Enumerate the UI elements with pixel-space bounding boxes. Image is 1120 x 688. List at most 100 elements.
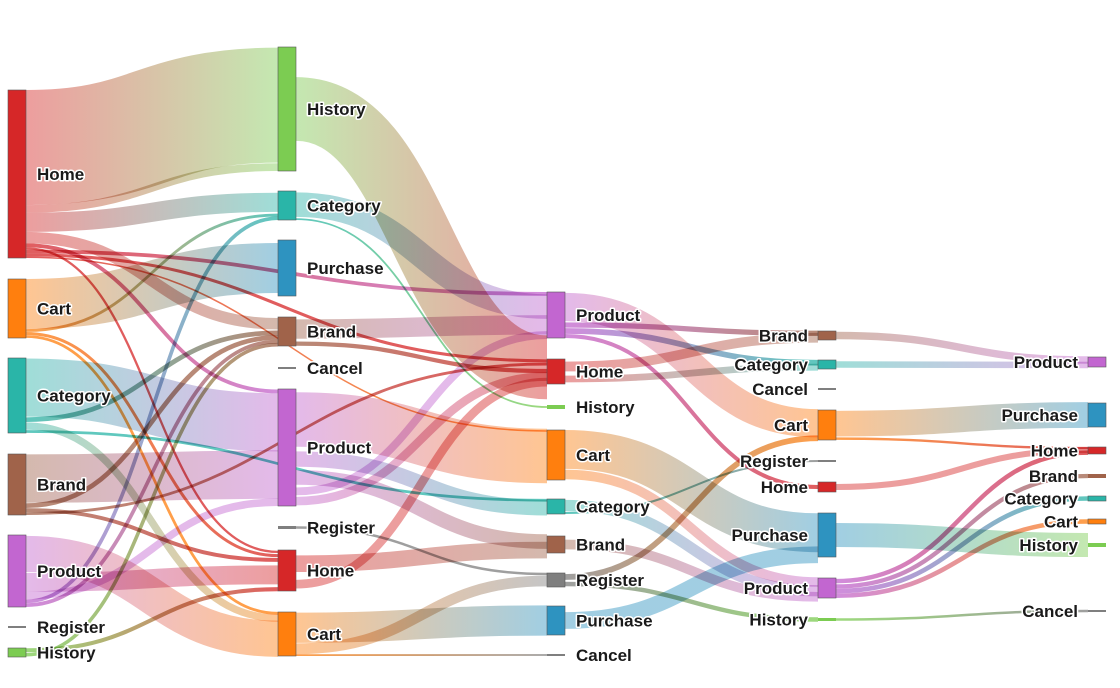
- sankey-node-home[interactable]: [277, 549, 297, 592]
- sankey-node-purchase[interactable]: [277, 239, 297, 297]
- sankey-link: [564, 546, 819, 629]
- sankey-node-home[interactable]: [546, 358, 566, 385]
- sankey-node-product[interactable]: [1087, 356, 1107, 368]
- sankey-link: [564, 363, 819, 383]
- sankey-node-register[interactable]: [278, 526, 296, 529]
- sankey-node-label: Category: [307, 197, 381, 216]
- sankey-node-label: Purchase: [1001, 406, 1078, 425]
- sankey-node-label: Product: [37, 562, 102, 581]
- sankey-node-register[interactable]: [546, 572, 566, 588]
- sankey-node-purchase[interactable]: [546, 605, 566, 636]
- sankey-node-home[interactable]: [1087, 446, 1107, 455]
- sankey-link: [564, 332, 819, 372]
- sankey-node-brand[interactable]: [817, 330, 837, 341]
- sankey-node-label: Product: [576, 306, 641, 325]
- sankey-link: [295, 541, 548, 572]
- sankey-link: [295, 605, 548, 643]
- sankey-node-category[interactable]: [277, 190, 297, 221]
- sankey-node-label: Home: [307, 562, 354, 581]
- sankey-node-label: Cancel: [307, 359, 363, 378]
- sankey-link: [295, 377, 548, 589]
- sankey-node-register[interactable]: [8, 626, 26, 628]
- sankey-link: [25, 47, 279, 206]
- sankey-link: [25, 339, 279, 607]
- sankey-link: [25, 332, 279, 558]
- sankey-link: [835, 519, 1089, 599]
- sankey-node-label: History: [749, 611, 808, 630]
- sankey-link: [295, 331, 548, 496]
- sankey-node-product[interactable]: [546, 291, 566, 339]
- sankey-link: [25, 422, 279, 622]
- sankey-node-brand[interactable]: [546, 535, 566, 554]
- sankey-link: [25, 243, 279, 329]
- sankey-node-brand[interactable]: [277, 316, 297, 347]
- sankey-link: [25, 213, 279, 332]
- sankey-link: [564, 429, 819, 553]
- sankey-node-label: Cancel: [752, 380, 808, 399]
- sankey-node-brand[interactable]: [7, 453, 27, 516]
- sankey-node-purchase[interactable]: [1087, 402, 1107, 428]
- sankey-link: [295, 341, 548, 374]
- sankey-link: [25, 342, 279, 657]
- sankey-node-label: Brand: [759, 327, 808, 346]
- sankey-node-category[interactable]: [7, 357, 27, 434]
- sankey-node-brand[interactable]: [1088, 474, 1106, 478]
- sankey-node-product[interactable]: [817, 577, 837, 599]
- sankey-node-label: Product: [1014, 353, 1079, 372]
- sankey-link: [295, 372, 548, 506]
- sankey-node-cart[interactable]: [1087, 518, 1107, 525]
- sankey-node-label: History: [307, 100, 366, 119]
- sankey-link: [25, 163, 279, 213]
- sankey-node-history[interactable]: [277, 46, 297, 172]
- sankey-node-label: Category: [1004, 490, 1078, 509]
- sankey-link: [295, 192, 548, 319]
- sankey-node-history[interactable]: [818, 618, 836, 621]
- sankey-node-label: Purchase: [307, 259, 384, 278]
- sankey-node-label: Purchase: [731, 526, 808, 545]
- sankey-node-product[interactable]: [7, 534, 27, 608]
- sankey-node-label: Brand: [37, 476, 86, 495]
- sankey-node-home[interactable]: [7, 89, 27, 259]
- sankey-node-product[interactable]: [277, 388, 297, 507]
- sankey-node-label: Product: [744, 579, 809, 598]
- sankey-link: [564, 459, 819, 514]
- sankey-node-category[interactable]: [817, 359, 837, 370]
- sankey-link: [293, 77, 550, 400]
- sankey-node-label: Category: [576, 498, 650, 517]
- sankey-node-label: History: [576, 398, 635, 417]
- sankey-node-label: Product: [307, 439, 372, 458]
- sankey-node-cancel[interactable]: [547, 654, 565, 656]
- sankey-link: [295, 575, 548, 655]
- sankey-node-cancel[interactable]: [818, 388, 836, 390]
- sankey-node-cart[interactable]: [277, 611, 297, 657]
- sankey-node-history[interactable]: [7, 647, 27, 658]
- sankey-link: [295, 315, 548, 339]
- sankey-node-history[interactable]: [547, 405, 565, 409]
- sankey-link: [564, 334, 819, 489]
- sankey-node-label: Brand: [307, 323, 356, 342]
- sankey-link: [25, 216, 279, 604]
- sankey-node-label: Cancel: [576, 646, 632, 665]
- sankey-node-cancel[interactable]: [1088, 610, 1106, 612]
- sankey-node-cart[interactable]: [817, 409, 837, 441]
- sankey-node-label: History: [37, 644, 96, 663]
- sankey-node-cart[interactable]: [546, 429, 566, 481]
- sankey-node-label: Register: [307, 519, 375, 538]
- sankey-node-label: Cart: [37, 300, 71, 319]
- sankey-node-label: Register: [37, 618, 105, 637]
- sankey-node-category[interactable]: [1087, 495, 1107, 502]
- sankey-node-category[interactable]: [546, 498, 566, 515]
- sankey-node-label: Cart: [774, 416, 808, 435]
- sankey-node-home[interactable]: [817, 481, 837, 493]
- sankey-node-history[interactable]: [1088, 543, 1106, 547]
- sankey-node-label: Home: [576, 363, 623, 382]
- sankey-node-cancel[interactable]: [278, 367, 296, 369]
- sankey-node-register[interactable]: [818, 460, 836, 462]
- sankey-node-label: Brand: [576, 536, 625, 555]
- sankey-node-cart[interactable]: [7, 278, 27, 339]
- sankey-link: [25, 335, 279, 509]
- sankey-link: [295, 218, 548, 408]
- sankey-link: [564, 435, 819, 580]
- sankey-link: [835, 437, 1089, 450]
- sankey-node-purchase[interactable]: [817, 512, 837, 558]
